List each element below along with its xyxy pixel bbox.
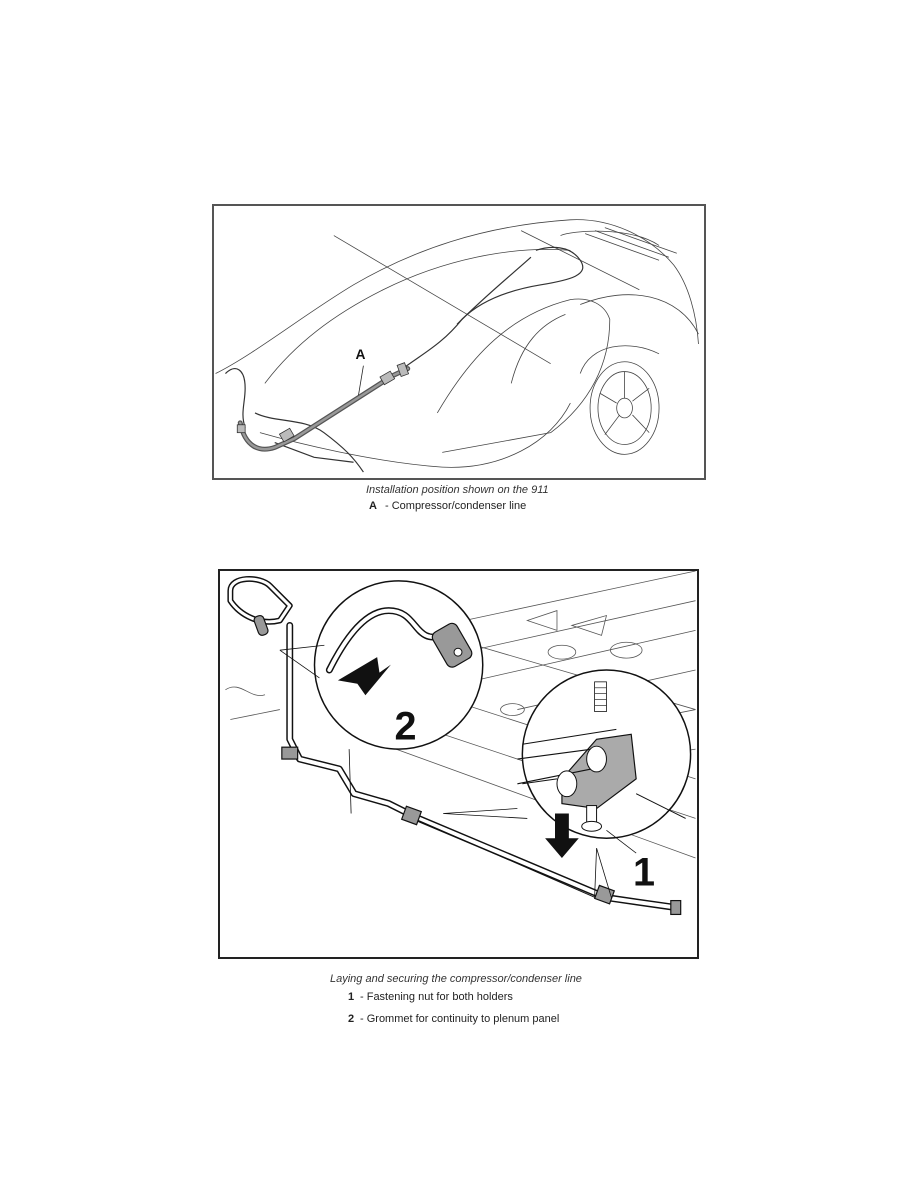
installation-position-illustration: A — [212, 204, 706, 480]
line-securing-illustration: 2 1 — [218, 569, 699, 959]
legend-item: A - Compressor/condenser line — [369, 500, 526, 512]
callout-label-1: 1 — [633, 851, 655, 895]
car-line-drawing: A — [215, 219, 699, 473]
figure-caption: Laying and securing the compressor/conde… — [330, 973, 582, 985]
legend-text: - Fastening nut for both holders — [360, 991, 513, 1003]
legend-key: A — [369, 500, 377, 512]
callout-label-2: 2 — [395, 704, 417, 748]
legend-key: 1 — [348, 991, 355, 1003]
legend-item: 1 - Fastening nut for both holders — [348, 991, 513, 1003]
figure-caption: Installation position shown on the 911 — [366, 484, 549, 496]
legend-key: 2 — [348, 1013, 355, 1025]
legend-item: 2 - Grommet for continuity to plenum pan… — [348, 1013, 559, 1025]
callout-label-a: A — [355, 347, 365, 362]
legend-text: - Grommet for continuity to plenum panel — [360, 1013, 560, 1025]
detail-line-drawing: 2 1 — [225, 571, 696, 916]
legend-text: - Compressor/condenser line — [385, 500, 527, 512]
